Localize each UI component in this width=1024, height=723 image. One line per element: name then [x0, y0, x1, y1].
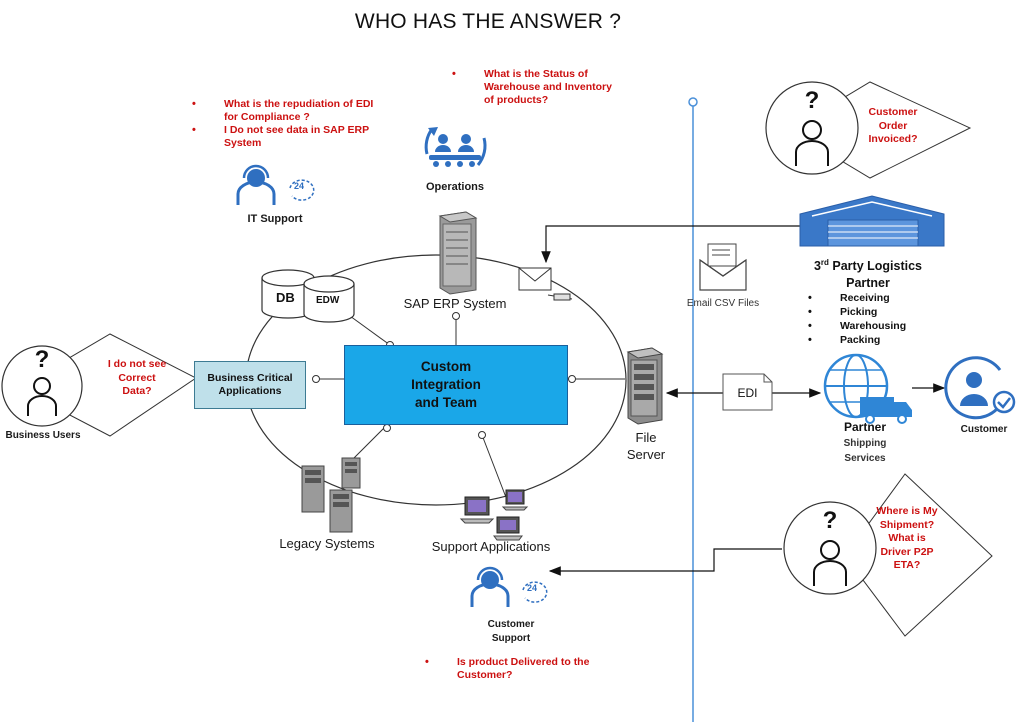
svg-text:?: ? — [823, 507, 838, 534]
svg-text:24: 24 — [294, 181, 304, 191]
it-support-questions: What is the repudiation of EDI for Compl… — [192, 98, 382, 150]
logistics-item: Picking — [808, 305, 948, 319]
page-title: WHO HAS THE ANSWER ? — [354, 10, 622, 33]
shipment-person-icon: ? — [783, 473, 993, 637]
edw-cylinder-icon — [303, 275, 355, 323]
business-users-question: I do not see Correct Data? — [107, 358, 167, 397]
logistics-items: Receiving Picking Warehousing Packing — [808, 291, 948, 347]
file-server-label: File Server — [626, 430, 666, 462]
customer-order-person-icon: ? — [765, 81, 972, 179]
business-critical-applications-box: Business Critical Applications — [194, 361, 306, 409]
globe-truck-icon — [823, 353, 912, 424]
vertical-divider — [688, 97, 698, 722]
svg-text:?: ? — [805, 87, 820, 114]
shipping-label-bold: Partner — [843, 420, 887, 434]
customer-support-question: Is product Delivered to the Customer? — [425, 656, 605, 682]
svg-text:24: 24 — [527, 583, 537, 593]
logistics-item: Receiving — [808, 291, 948, 305]
email-csv-icon — [699, 243, 747, 291]
operations-questions: What is the Status of Warehouse and Inve… — [452, 68, 622, 107]
logistics-label: 3rd Party Logistics Partner — [798, 254, 938, 292]
operations-question: What is the Status of Warehouse and Inve… — [452, 68, 622, 107]
warehouse-icon — [799, 195, 945, 247]
shipment-question: Where is My Shipment? What is Driver P2P… — [876, 505, 938, 571]
customer-check-icon — [944, 356, 1016, 420]
edi-label: EDI — [737, 386, 758, 400]
custom-integration-box: Custom Integration and Team — [344, 345, 568, 425]
it-support-question: What is the repudiation of EDI for Compl… — [192, 98, 382, 124]
customer-support-headset-icon: 24 — [470, 566, 548, 607]
logistics-label-rest: Party Logistics Partner — [828, 259, 923, 291]
sap-erp-server-icon — [438, 211, 478, 295]
it-support-question: I Do not see data in SAP ERP System — [192, 124, 382, 150]
business-users-label: Business Users — [5, 430, 81, 441]
it-support-headset-icon: 24 — [236, 164, 315, 205]
legacy-servers-icon — [301, 457, 361, 533]
it-support-label: IT Support — [247, 213, 303, 225]
file-server-icon — [626, 347, 664, 425]
email-csv-label: Email CSV Files — [686, 298, 760, 309]
shipment-to-support-arrow — [548, 548, 782, 576]
customer-support-questions: Is product Delivered to the Customer? — [425, 656, 605, 682]
support-applications-label: Support Applications — [431, 539, 551, 554]
logistics-to-email-arrow — [541, 225, 800, 264]
business-critical-label: Business Critical Applications — [207, 372, 293, 397]
business-users-person-icon: ? — [1, 333, 197, 437]
email-envelope-icon — [518, 267, 573, 301]
edw-label: EDW — [316, 295, 340, 306]
svg-text:?: ? — [35, 346, 50, 373]
customer-order-question: Customer Order Invoiced? — [868, 106, 918, 145]
logistics-label-sup: rd — [820, 258, 829, 267]
logistics-item: Packing — [808, 333, 948, 347]
operations-icon — [424, 127, 487, 167]
customer-label: Customer — [960, 424, 1008, 435]
operations-label: Operations — [425, 181, 485, 193]
shipping-label-rest: Shipping Services — [843, 438, 887, 464]
logistics-item: Warehousing — [808, 319, 948, 333]
legacy-systems-label: Legacy Systems — [279, 536, 375, 551]
logistics-label-prefix: 3 — [813, 259, 821, 274]
sap-erp-label: SAP ERP System — [403, 296, 507, 311]
support-computers-icon — [459, 489, 529, 541]
customer-support-label: Customer Support — [487, 619, 535, 644]
db-label: DB — [276, 290, 295, 305]
edi-document-shape — [722, 373, 773, 411]
custom-integration-label: Custom Integration and Team — [411, 359, 481, 410]
